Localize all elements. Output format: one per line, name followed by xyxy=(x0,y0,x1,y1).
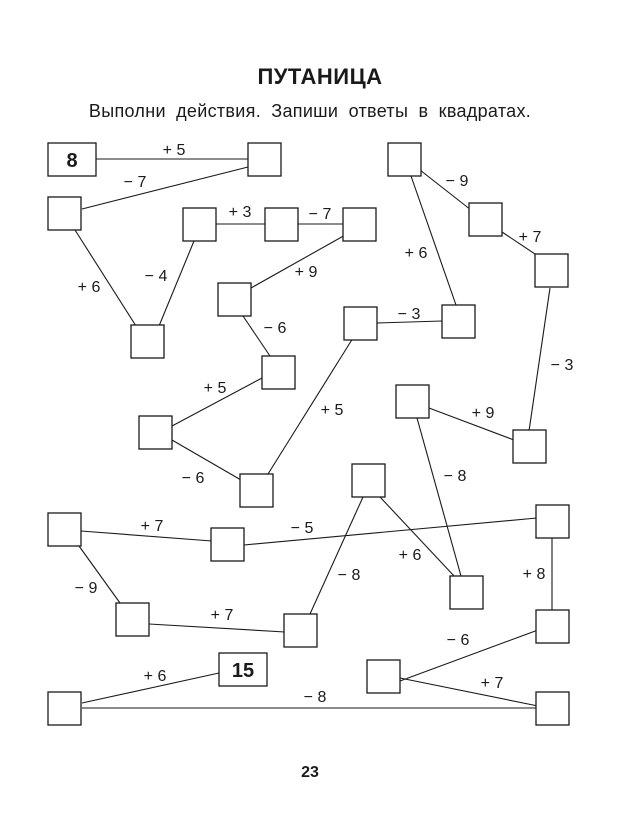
answer-box[interactable] xyxy=(239,473,274,508)
answer-box[interactable] xyxy=(130,324,165,359)
given-number-8: 8 xyxy=(66,150,77,172)
answer-box[interactable] xyxy=(441,304,476,339)
answer-box[interactable] xyxy=(366,659,401,694)
answer-box[interactable] xyxy=(47,196,82,231)
operation-label: − 4 xyxy=(145,268,168,285)
operation-label: − 7 xyxy=(309,206,332,223)
given-box xyxy=(47,142,97,177)
answer-box[interactable] xyxy=(47,512,82,547)
link-line xyxy=(428,407,515,441)
link-line xyxy=(171,377,263,427)
operation-label: − 6 xyxy=(264,320,287,337)
link-line xyxy=(250,233,348,289)
connector-lines xyxy=(74,158,553,709)
operation-label: + 8 xyxy=(523,566,546,583)
answer-box[interactable] xyxy=(468,202,503,237)
link-line xyxy=(419,169,472,211)
link-line xyxy=(80,530,213,542)
link-line xyxy=(267,337,354,475)
link-line xyxy=(171,439,242,481)
operation-label: + 7 xyxy=(211,607,234,624)
operation-label: + 5 xyxy=(204,380,227,397)
operation-label: + 3 xyxy=(229,204,252,221)
operation-labels: + 5 − 7 + 6 − 4 + 3 − 7 + 9 − 6 + 5 − 6 … xyxy=(75,142,574,706)
answer-box[interactable] xyxy=(343,306,378,341)
link-line xyxy=(81,672,220,704)
answer-box[interactable] xyxy=(449,575,484,610)
answer-box[interactable] xyxy=(283,613,318,648)
operation-label: + 9 xyxy=(472,405,495,422)
answer-box[interactable] xyxy=(535,504,570,539)
answer-box[interactable] xyxy=(47,691,82,726)
operation-label: − 3 xyxy=(551,357,574,374)
link-line xyxy=(309,496,364,615)
operation-label: + 6 xyxy=(405,245,428,262)
answer-box[interactable] xyxy=(217,282,252,317)
operation-label: − 8 xyxy=(304,689,327,706)
given-number-15: 15 xyxy=(232,660,254,682)
answer-box[interactable] xyxy=(351,463,386,498)
operation-label: + 6 xyxy=(78,279,101,296)
link-line xyxy=(242,315,271,357)
operation-label: − 9 xyxy=(75,580,98,597)
operation-label: − 5 xyxy=(291,520,314,537)
link-line xyxy=(399,629,539,682)
operation-label: + 7 xyxy=(481,675,504,692)
answer-box[interactable] xyxy=(535,609,570,644)
link-line xyxy=(379,496,456,578)
answer-box[interactable] xyxy=(115,602,150,637)
answer-box[interactable] xyxy=(210,527,245,562)
operation-label: + 7 xyxy=(141,518,164,535)
operation-label: + 5 xyxy=(321,402,344,419)
page-title: ПУТАНИЦА xyxy=(257,64,383,89)
answer-box[interactable] xyxy=(512,429,547,464)
operation-label: + 9 xyxy=(295,264,318,281)
operation-label: + 7 xyxy=(519,229,542,246)
answer-box[interactable] xyxy=(535,691,570,726)
operation-label: − 9 xyxy=(446,173,469,190)
link-line xyxy=(148,623,286,633)
answer-box[interactable] xyxy=(261,355,296,390)
operation-label: + 6 xyxy=(399,547,422,564)
answer-box[interactable] xyxy=(534,253,569,288)
operation-label: + 6 xyxy=(144,668,167,685)
page-number: 23 xyxy=(301,764,319,781)
link-line xyxy=(528,287,551,432)
operation-label: − 6 xyxy=(182,470,205,487)
link-line xyxy=(399,677,539,707)
operation-label: − 7 xyxy=(124,174,147,191)
link-line xyxy=(376,320,443,324)
instruction-text: Выполни действия. Запиши ответы в квадра… xyxy=(88,101,532,121)
operation-label: − 8 xyxy=(338,567,361,584)
link-line xyxy=(81,166,249,210)
link-line xyxy=(243,517,538,546)
answer-box[interactable] xyxy=(247,142,282,177)
answer-box[interactable] xyxy=(387,142,422,177)
answer-box[interactable] xyxy=(138,415,173,450)
link-line xyxy=(78,545,121,604)
operation-label: + 5 xyxy=(163,142,186,159)
given-box xyxy=(218,652,268,687)
answer-boxes xyxy=(47,142,570,726)
answer-box[interactable] xyxy=(264,207,299,242)
answer-box[interactable] xyxy=(342,207,377,242)
link-line xyxy=(158,240,195,327)
operation-label: − 6 xyxy=(447,632,470,649)
link-line xyxy=(410,175,457,306)
answer-box[interactable] xyxy=(395,384,430,419)
link-line xyxy=(416,417,462,577)
operation-label: − 3 xyxy=(398,306,421,323)
link-line xyxy=(74,229,137,327)
operation-label: − 8 xyxy=(444,468,467,485)
answer-box[interactable] xyxy=(182,207,217,242)
